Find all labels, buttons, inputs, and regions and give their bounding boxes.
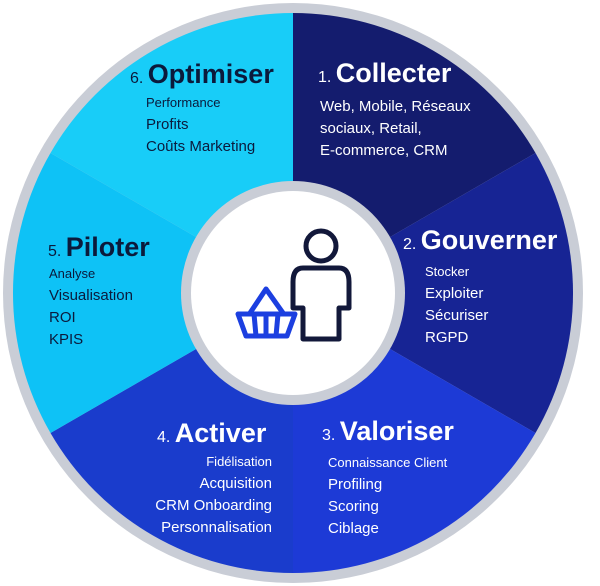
list-item: Sécuriser [425, 307, 489, 324]
segment-3-title: 3. Valoriser [322, 416, 454, 447]
segment-6-number: 6. [130, 70, 144, 87]
list-item: Stocker [425, 264, 470, 279]
list-item: Acquisition [199, 475, 272, 492]
list-item: ROI [49, 309, 76, 326]
segment-6-items: Performance Profits Coûts Marketing [146, 92, 255, 158]
segment-2-name: Gouverner [420, 225, 558, 255]
segment-1-number: 1. [318, 69, 332, 86]
person-icon [290, 228, 352, 342]
segment-1-title: 1. Collecter [318, 58, 451, 89]
segment-piloter [12, 153, 293, 433]
list-item: Web, Mobile, Réseaux [320, 98, 471, 115]
segment-4-title: 4. Activer [157, 418, 266, 449]
segment-2-items: Stocker Exploiter Sécuriser RGPD [425, 261, 488, 349]
segment-4-number: 4. [157, 429, 171, 446]
segment-3-items: Connaissance Client Profiling Scoring Ci… [328, 452, 447, 540]
list-item: Visualisation [49, 287, 133, 304]
segment-5-number: 5. [48, 243, 62, 260]
list-item: Ciblage [328, 520, 379, 537]
segment-4-name: Activer [174, 418, 267, 448]
segment-1-name: Collecter [335, 58, 452, 88]
list-item: Scoring [328, 498, 379, 515]
list-item: KPIS [49, 331, 84, 348]
segment-2-number: 2. [403, 236, 417, 253]
list-item: Connaissance Client [328, 455, 448, 470]
segment-3-name: Valoriser [339, 416, 454, 446]
segment-3-number: 3. [322, 427, 336, 444]
list-item: Personnalisation [161, 519, 272, 536]
list-item: Performance [146, 95, 221, 110]
list-item: Profiling [328, 476, 383, 493]
segment-5-name: Piloter [65, 232, 150, 262]
list-item: Exploiter [425, 285, 484, 302]
segment-6-name: Optimiser [147, 59, 274, 89]
segment-2-title: 2. Gouverner [403, 225, 557, 256]
list-item: sociaux, Retail, [320, 120, 422, 137]
segment-4-items: Fidélisation Acquisition CRM Onboarding … [155, 451, 272, 539]
shopping-basket-icon [235, 286, 298, 339]
segment-1-items: Web, Mobile, Réseaux sociaux, Retail, E-… [320, 96, 471, 162]
list-item: RGPD [425, 329, 469, 346]
list-item: Profits [146, 116, 189, 133]
segment-gouverner [293, 153, 574, 433]
list-item: CRM Onboarding [155, 497, 272, 514]
segment-6-title: 6. Optimiser [130, 59, 274, 90]
segment-5-items: Analyse Visualisation ROI KPIS [49, 263, 133, 351]
segment-5-title: 5. Piloter [48, 232, 150, 263]
list-item: Fidélisation [206, 454, 272, 469]
list-item: Analyse [49, 266, 96, 281]
list-item: E-commerce, CRM [320, 142, 448, 159]
list-item: Coûts Marketing [146, 138, 256, 155]
